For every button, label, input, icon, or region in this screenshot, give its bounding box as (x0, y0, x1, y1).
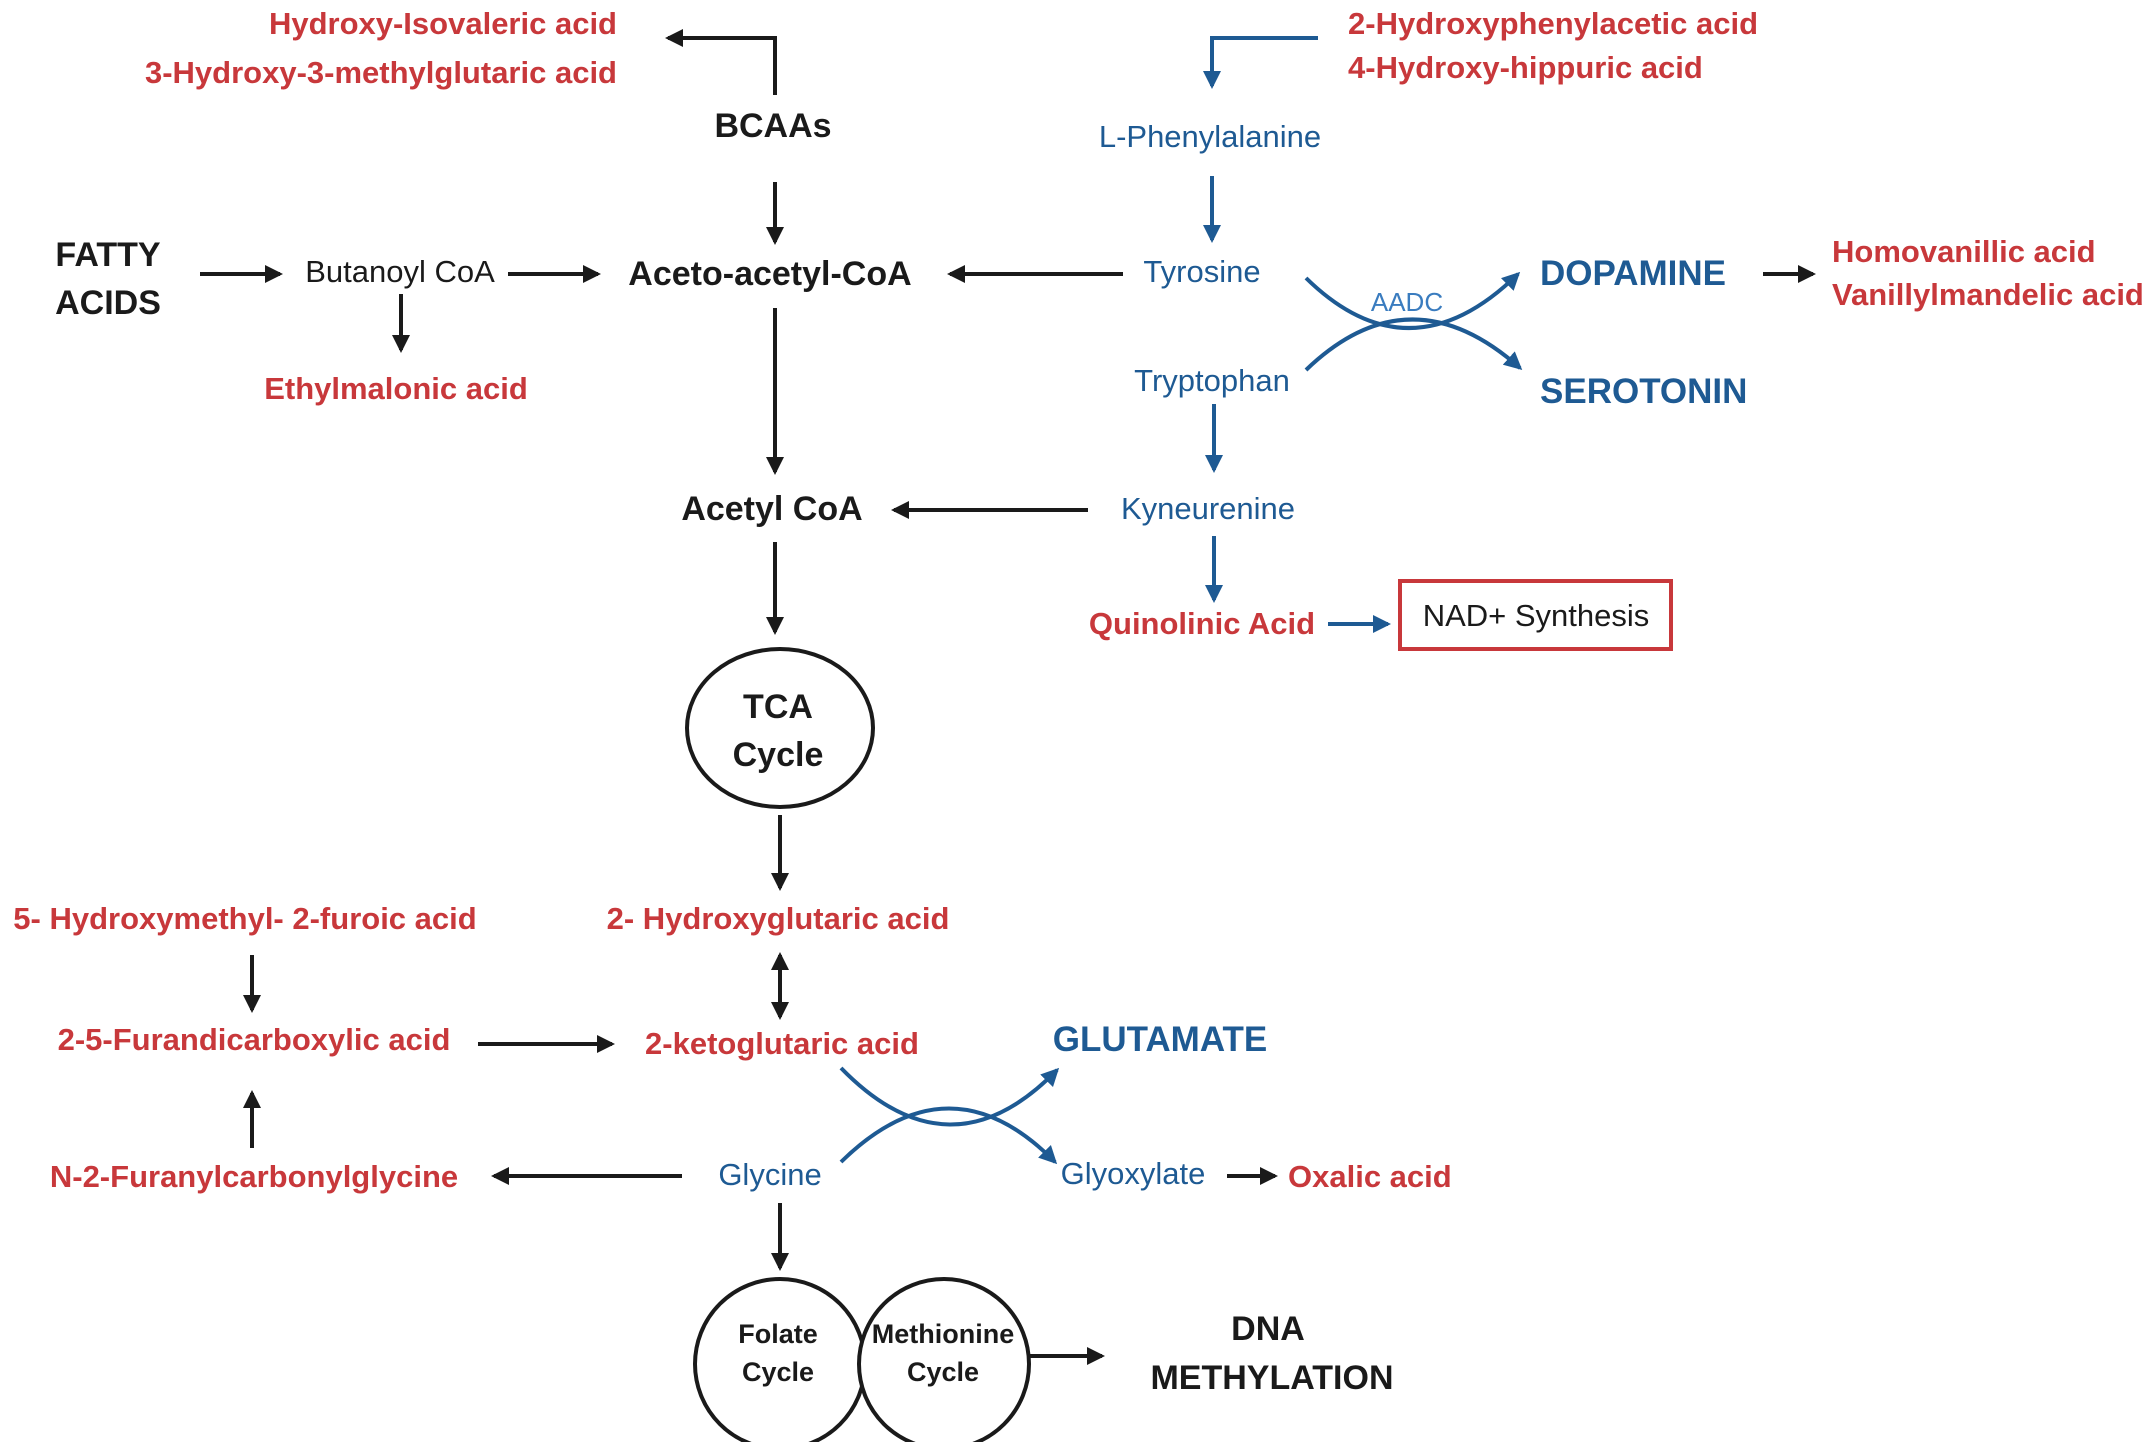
label-glyoxylate: Glyoxylate (1061, 1156, 1206, 1191)
label-vanillylmandelic-acid: Vanillylmandelic acid (1832, 277, 2144, 312)
label-aadc: AADC (1371, 287, 1443, 317)
label-furandicarboxylic-acid: 2-5-Furandicarboxylic acid (58, 1022, 451, 1057)
label-quinolinic-acid: Quinolinic Acid (1089, 606, 1315, 641)
label-ketoglutaric-acid: 2-ketoglutaric acid (645, 1026, 919, 1061)
label-tca-line1: TCA (743, 688, 813, 726)
arrow-tryptophan-to-serotonin (1304, 317, 1523, 372)
label-homovanillic-acid: Homovanillic acid (1832, 234, 2096, 269)
arrow-hydroxyphenyl-to-phenylalanine (1203, 36, 1318, 89)
label-hydroxyglutaric-acid: 2- Hydroxyglutaric acid (607, 901, 950, 936)
label-folate-line2: Cycle (742, 1357, 814, 1387)
black-arrows (200, 29, 1816, 1365)
label-hydroxyphenylacetic-acid: 2-Hydroxyphenylacetic acid (1348, 6, 1758, 41)
label-glycine: Glycine (718, 1157, 821, 1192)
label-serotonin: SEROTONIN (1540, 372, 1747, 411)
label-fatty-line2: ACIDS (55, 284, 161, 322)
arrow-tyrosine-to-dopamine (1304, 271, 1521, 330)
label-dopamine: DOPAMINE (1540, 254, 1726, 293)
label-bcaas: BCAAs (714, 107, 831, 145)
label-tryptophan: Tryptophan (1134, 363, 1290, 398)
label-glutamate: GLUTAMATE (1053, 1020, 1268, 1059)
label-tca-line2: Cycle (733, 736, 824, 774)
label-hydroxymethyl-furoic-acid: 5- Hydroxymethyl- 2-furoic acid (13, 901, 476, 936)
arrow-ketoglutaric-to-glutamate (839, 1066, 1060, 1127)
arrow-glycine-to-glyoxylate (839, 1106, 1058, 1165)
label-hydroxy-isovaleric-acid: Hydroxy-Isovaleric acid (269, 6, 617, 41)
label-dna-line2: METHYLATION (1150, 1359, 1393, 1397)
label-tyrosine: Tyrosine (1143, 254, 1260, 289)
label-aceto-acetyl-coa: Aceto-acetyl-CoA (628, 255, 911, 293)
label-kyneurenine: Kyneurenine (1121, 491, 1295, 526)
methionine-cycle-circle (857, 1277, 1031, 1442)
label-hmg-acid: 3-Hydroxy-3-methylglutaric acid (145, 55, 617, 90)
label-butanoyl-coa: Butanoyl CoA (305, 254, 495, 289)
label-oxalic-acid: Oxalic acid (1288, 1159, 1452, 1194)
label-furanylcarbonylglycine: N-2-Furanylcarbonylglycine (50, 1159, 458, 1194)
nad-synthesis-box (1398, 579, 1673, 651)
label-folate-line1: Folate (738, 1319, 818, 1349)
label-fatty-line1: FATTY (55, 236, 160, 274)
blue-arrows (839, 36, 1523, 1165)
label-methionine-line2: Cycle (907, 1357, 979, 1387)
arrow-bcaas-to-hydroxy-acids (665, 29, 777, 95)
label-methionine-line1: Methionine (872, 1319, 1015, 1349)
label-ethylmalonic-acid: Ethylmalonic acid (264, 371, 528, 406)
label-l-phenylalanine: L-Phenylalanine (1099, 119, 1321, 154)
label-nad-synthesis: NAD+ Synthesis (1423, 598, 1650, 633)
label-dna-line1: DNA (1231, 1310, 1305, 1348)
tca-cycle-circle (685, 647, 875, 809)
label-acetyl-coa: Acetyl CoA (681, 490, 862, 528)
label-hydroxy-hippuric-acid: 4-Hydroxy-hippuric acid (1348, 50, 1703, 85)
